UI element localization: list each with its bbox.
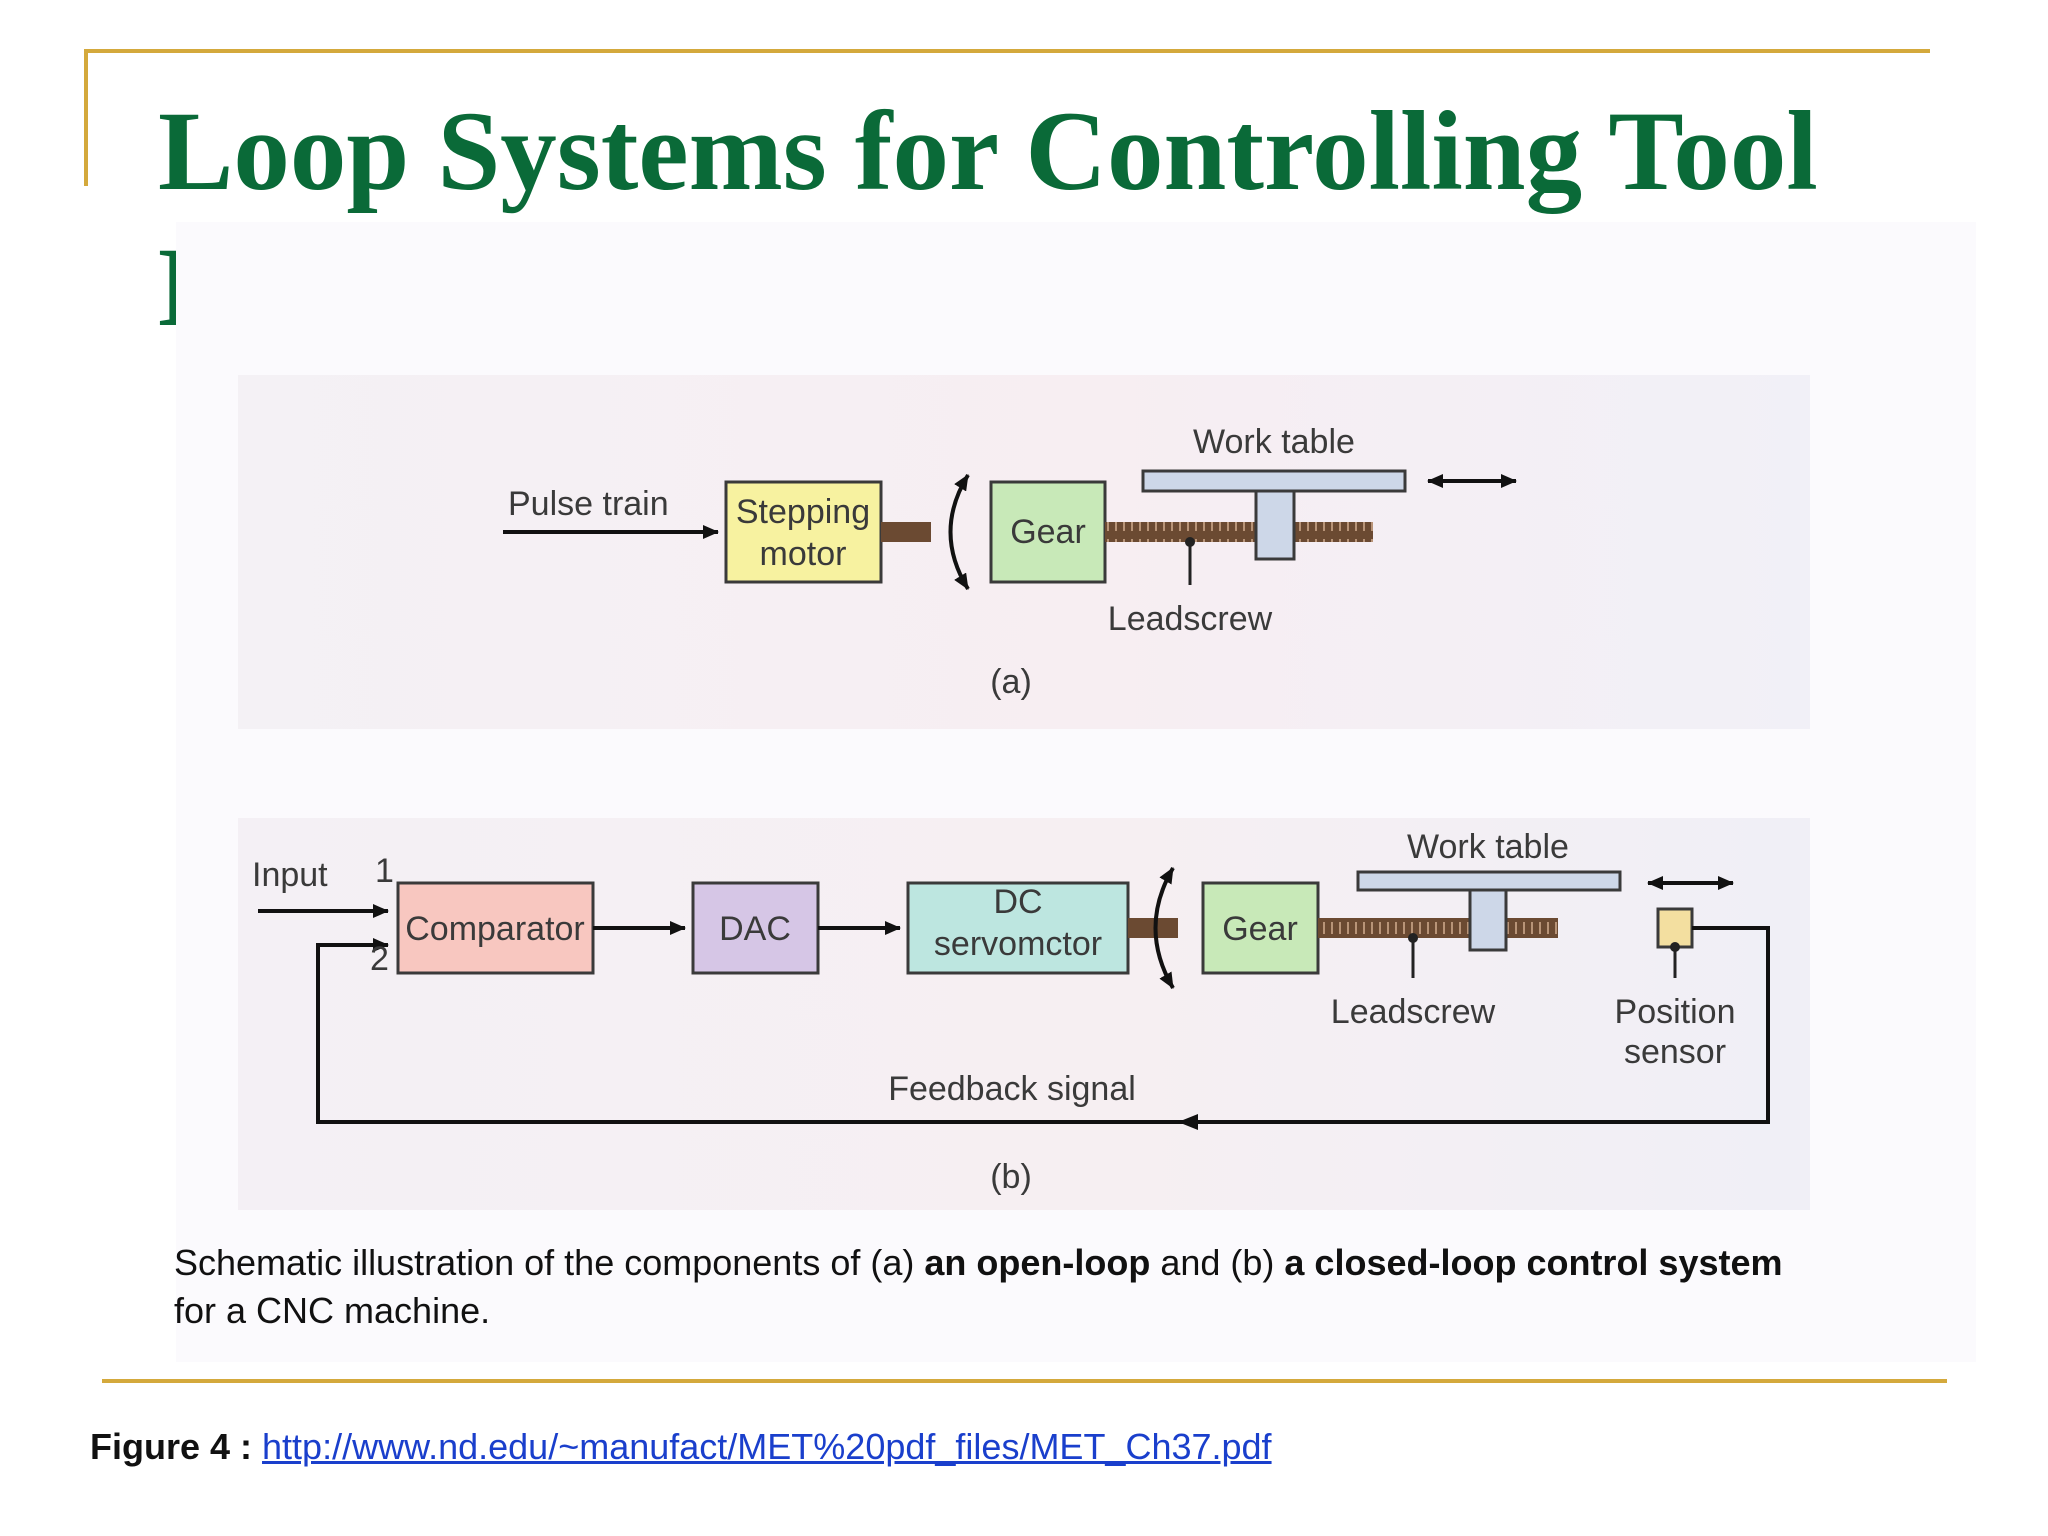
- rotation-arrow: [948, 473, 970, 591]
- leadscrew-pointer-dot-b: [1408, 933, 1418, 943]
- feedback-direction-arrow: [1178, 1114, 1198, 1130]
- leadscrew-right: [1293, 522, 1373, 542]
- work-table-label: Work table: [1193, 423, 1355, 461]
- position-sensor-label-line1: Position: [1615, 993, 1736, 1031]
- position-sensor: [1656, 907, 1694, 949]
- figure-reference-label: Figure 4 :: [90, 1426, 263, 1467]
- work-table-nut: [1254, 489, 1296, 561]
- figure-reference: Figure 4 : http://www.nd.edu/~manufact/M…: [90, 1423, 1790, 1471]
- port-2-label: 2: [370, 940, 389, 978]
- pulse-train-label: Pulse train: [508, 485, 669, 523]
- work-table: [1141, 469, 1407, 493]
- position-sensor-label-line2: sensor: [1624, 1033, 1726, 1071]
- caption-part-3: for a CNC machine.: [174, 1290, 491, 1331]
- caption-bold-1: an open-loop: [924, 1242, 1151, 1283]
- feedback-signal-label: Feedback signal: [888, 1070, 1136, 1108]
- servomotor-box: [906, 881, 1130, 975]
- gear-label-b: Gear: [1222, 910, 1298, 948]
- servomotor-label-line2: servomctor: [934, 925, 1102, 963]
- top-accent-line: [84, 49, 1930, 53]
- rotation-arrow-b: [1153, 866, 1175, 990]
- leadscrew-label: Leadscrew: [1108, 600, 1273, 638]
- caption-bold-2: a closed-loop control system: [1284, 1242, 1783, 1283]
- stepping-motor-label-line2: motor: [760, 535, 847, 573]
- closed-loop-diagram: Input 1 Comparator DAC DC servomctor Gea…: [238, 818, 1810, 1210]
- panel-a-label: (a): [990, 663, 1032, 701]
- feedback-loop-line: [316, 926, 1770, 1124]
- leadscrew-b: [1318, 918, 1558, 938]
- port-1-label: 1: [375, 852, 394, 890]
- gear-label: Gear: [1010, 513, 1086, 551]
- work-table-nut-b: [1468, 888, 1508, 952]
- input-label: Input: [252, 856, 328, 894]
- caption-part-1: Schematic illustration of the components…: [174, 1242, 925, 1283]
- figure-source-link[interactable]: http://www.nd.edu/~manufact/MET%20pdf_fi…: [262, 1426, 1272, 1467]
- closed-loop-svg: Input 1 Comparator DAC DC servomctor Gea…: [252, 828, 1770, 1196]
- comparator-box: [396, 881, 595, 975]
- leadscrew: [1105, 522, 1255, 542]
- leadscrew-pointer-dot: [1185, 537, 1195, 547]
- comparator-label: Comparator: [405, 910, 585, 948]
- work-table-label-b: Work table: [1407, 828, 1569, 866]
- sensor-pointer-dot: [1670, 942, 1680, 952]
- open-loop-diagram: Pulse train Stepping motor Gear Work tab…: [238, 375, 1810, 729]
- figure-caption: Schematic illustration of the components…: [174, 1239, 1834, 1335]
- servo-shaft: [1128, 918, 1178, 938]
- work-table-b: [1356, 870, 1622, 892]
- servomotor-label-line1: DC: [993, 883, 1042, 921]
- caption-part-2: and (b): [1150, 1242, 1285, 1283]
- left-accent-line: [84, 49, 88, 186]
- leadscrew-label-b: Leadscrew: [1331, 993, 1496, 1031]
- gear-box-b: [1201, 881, 1320, 975]
- stepping-motor-label-line1: Stepping: [736, 493, 870, 531]
- panel-b-label: (b): [990, 1158, 1032, 1196]
- motor-shaft: [881, 522, 931, 542]
- open-loop-svg: Pulse train Stepping motor Gear Work tab…: [503, 423, 1517, 701]
- dac-label: DAC: [719, 910, 791, 948]
- bottom-accent-line: [102, 1379, 1947, 1383]
- gear-box: [989, 480, 1107, 584]
